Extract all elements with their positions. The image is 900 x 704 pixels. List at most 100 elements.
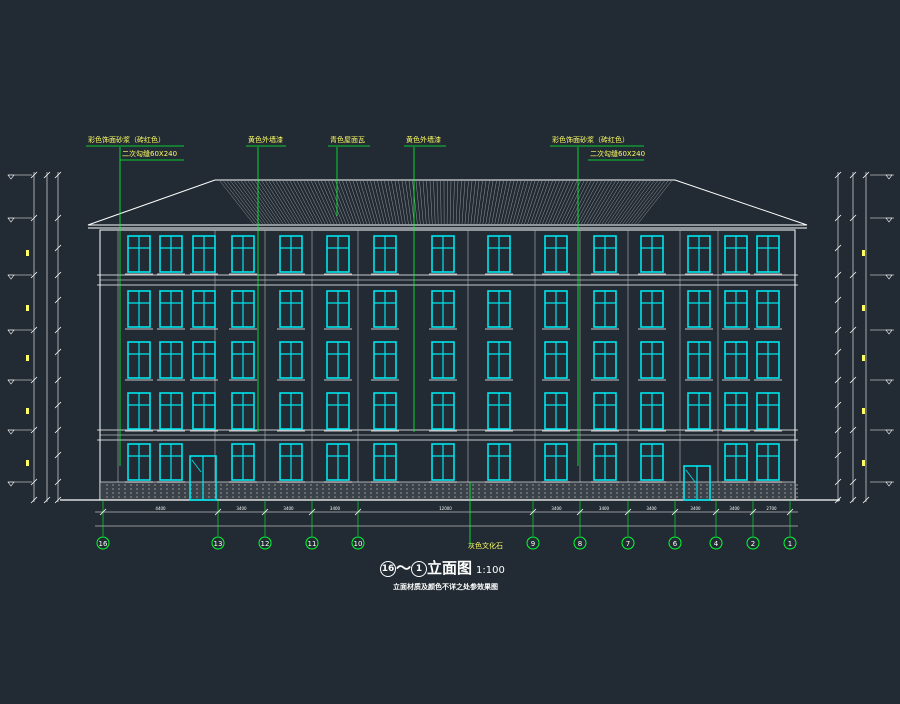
stone-texture-dot (160, 484, 162, 486)
stone-texture-dot (472, 484, 474, 486)
title-start-axis: 16 (380, 561, 396, 577)
stone-texture-dot (226, 492, 228, 494)
stone-texture-dot (310, 484, 312, 486)
stone-texture-dot (322, 496, 324, 498)
level-mark-right (886, 380, 892, 384)
stone-texture-dot (622, 496, 624, 498)
stone-texture-dot (790, 488, 792, 490)
stone-texture-dot (442, 496, 444, 498)
window (722, 236, 750, 274)
roof-tile-line (224, 181, 257, 224)
roof-tile-line (266, 181, 293, 224)
window (429, 393, 457, 431)
stone-texture-dot (478, 492, 480, 494)
stone-texture-dot (532, 492, 534, 494)
stone-texture-dot (616, 484, 618, 486)
stone-texture-dot (232, 488, 234, 490)
stone-texture-dot (256, 492, 258, 494)
stone-texture-dot (244, 496, 246, 498)
roof-tile-line (367, 181, 379, 224)
stone-texture-dot (184, 484, 186, 486)
window (754, 393, 782, 431)
stone-texture-dot (700, 488, 702, 490)
stone-texture-dot (112, 484, 114, 486)
stone-texture-dot (664, 488, 666, 490)
stone-texture-dot (622, 488, 624, 490)
window (429, 444, 457, 482)
stone-texture-dot (640, 488, 642, 490)
stone-texture-dot (658, 496, 660, 498)
window (324, 444, 352, 482)
stone-texture-dot (250, 492, 252, 494)
stone-texture-dot (418, 484, 420, 486)
stone-texture-dot (220, 488, 222, 490)
stone-texture-dot (406, 488, 408, 490)
stone-texture-dot (448, 496, 450, 498)
stone-texture-dot (532, 484, 534, 486)
stone-texture-dot (430, 488, 432, 490)
stone-texture-dot (292, 496, 294, 498)
stone-texture-dot (262, 488, 264, 490)
stone-texture-dot (688, 496, 690, 498)
stone-texture-dot (208, 488, 210, 490)
level-mark-right (886, 430, 892, 434)
window (722, 342, 750, 380)
stone-texture-dot (514, 488, 516, 490)
stone-texture-dot (112, 492, 114, 494)
stone-texture-dot (748, 488, 750, 490)
stone-texture-dot (238, 496, 240, 498)
stone-texture-dot (370, 488, 372, 490)
window (542, 444, 570, 482)
side-note-mark (26, 460, 29, 466)
stone-texture-dot (760, 492, 762, 494)
stone-texture-dot (706, 488, 708, 490)
stone-texture-dot (406, 496, 408, 498)
stone-texture-dot (766, 492, 768, 494)
title-end-axis: 1 (411, 561, 427, 577)
window (125, 236, 153, 274)
stone-texture-dot (742, 492, 744, 494)
stone-texture-dot (778, 488, 780, 490)
roof-tile-line (280, 181, 305, 224)
stone-texture-dot (574, 496, 576, 498)
stone-texture-dot (592, 484, 594, 486)
stone-texture-dot (526, 488, 528, 490)
stone-texture-dot (358, 484, 360, 486)
roof-tile-line (536, 181, 552, 224)
stone-texture-dot (562, 496, 564, 498)
side-note-mark (26, 250, 29, 256)
stone-texture-dot (700, 496, 702, 498)
stone-texture-dot (268, 484, 270, 486)
window (371, 342, 399, 380)
stone-texture-dot (184, 488, 186, 490)
side-note-mark (26, 408, 29, 414)
stone-texture-dot (298, 492, 300, 494)
stone-texture-dot (766, 488, 768, 490)
stone-texture-dot (418, 492, 420, 494)
stone-texture-dot (550, 488, 552, 490)
stone-texture-dot (358, 488, 360, 490)
roof-tile-line (486, 181, 493, 224)
stone-texture-dot (196, 492, 198, 494)
stone-texture-dot (322, 488, 324, 490)
stone-texture-dot (598, 492, 600, 494)
window (542, 342, 570, 380)
stone-texture-dot (700, 492, 702, 494)
stone-texture-dot (334, 484, 336, 486)
stone-texture-dot (538, 484, 540, 486)
stone-texture-dot (328, 484, 330, 486)
stone-texture-dot (568, 484, 570, 486)
window (371, 291, 399, 329)
stone-texture-dot (370, 484, 372, 486)
stone-texture-dot (370, 492, 372, 494)
stone-texture-dot (472, 488, 474, 490)
stone-texture-dot (172, 496, 174, 498)
stone-texture-dot (316, 492, 318, 494)
roof-tile-line (513, 181, 525, 224)
stone-texture-dot (742, 484, 744, 486)
stone-texture-dot (262, 496, 264, 498)
roof-tile-line (350, 181, 364, 224)
window (277, 291, 305, 329)
stone-texture-dot (364, 488, 366, 490)
stone-texture-dot (478, 496, 480, 498)
